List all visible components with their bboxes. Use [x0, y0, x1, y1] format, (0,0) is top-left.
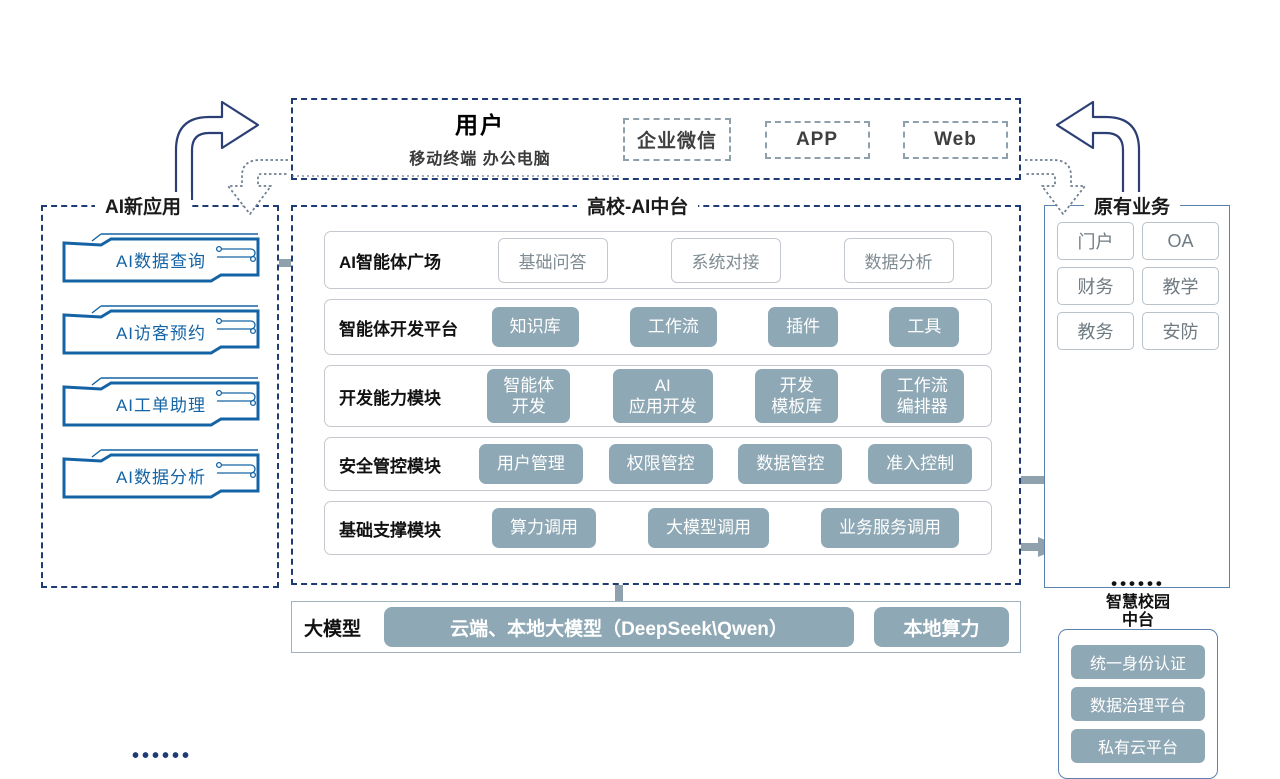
app-label: AI访客预约 — [115, 324, 207, 343]
row-chip-list: 算力调用 大模型调用 业务服务调用 — [470, 508, 991, 548]
business-systems-grid: 门户 OA 财务 教学 教务 安防 — [1057, 222, 1219, 350]
chip-plugin[interactable]: 插件 — [768, 307, 839, 347]
app-card-visitor-booking[interactable]: >>> AI访客预约 — [61, 303, 261, 356]
row-chip-list: 知识库 工作流 插件 工具 — [470, 307, 991, 347]
biz-portal[interactable]: 门户 — [1057, 222, 1134, 260]
diagram-canvas: 用户 移动终端 办公电脑 企业微信 APP Web AI新应用 >>> AI数据… — [41, 98, 1230, 779]
user-title: 用户 — [455, 112, 505, 138]
chip-agent-development[interactable]: 智能体 开发 — [487, 368, 571, 424]
app-label: AI工单助理 — [115, 396, 207, 415]
biz-academic-affairs[interactable]: 教务 — [1057, 312, 1134, 350]
app-label: AI数据分析 — [115, 468, 207, 487]
campus-chip-data-governance[interactable]: 数据治理平台 — [1071, 687, 1205, 721]
svg-text:>>>: >>> — [235, 381, 249, 387]
channel-tag-app[interactable]: APP — [764, 120, 870, 159]
chip-data-governance[interactable]: 数据管控 — [738, 444, 843, 484]
chip-llm-invocation[interactable]: 大模型调用 — [648, 508, 769, 548]
right-more-dots: •••••• — [1111, 574, 1165, 593]
channel-tag-web[interactable]: Web — [902, 120, 1008, 159]
chip-workflow[interactable]: 工作流 — [629, 307, 717, 347]
app-card-data-query[interactable]: >>> AI数据查询 — [61, 231, 261, 284]
chip-business-service-invocation[interactable]: 业务服务调用 — [821, 508, 959, 548]
row-dev-capability-module: 开发能力模块 智能体 开发 AI 应用开发 开发 模板库 工作流 编排器 — [324, 365, 992, 427]
row-chip-list: 智能体 开发 AI 应用开发 开发 模板库 工作流 编排器 — [470, 368, 991, 424]
chip-compute-invocation[interactable]: 算力调用 — [492, 508, 596, 548]
center-panel-title: 高校-AI中台 — [577, 192, 699, 219]
chip-workflow-orchestrator[interactable]: 工作流 编排器 — [880, 368, 964, 424]
smart-campus-platform-box: 统一身份认证 数据治理平台 私有云平台 — [1058, 629, 1218, 779]
channel-tag-wecom[interactable]: 企业微信 — [623, 118, 732, 161]
row-label: AI智能体广场 — [339, 252, 441, 272]
smart-campus-title-line1: 智慧校园 — [1105, 594, 1170, 611]
user-panel: 用户 移动终端 办公电脑 企业微信 APP Web — [291, 98, 1021, 180]
ai-new-applications-panel: >>> AI数据查询 >>> AI访客预约 — [41, 205, 279, 767]
ai-middle-platform-panel: AI智能体广场 基础问答 系统对接 数据分析 智能体开发平台 知识库 工作流 插… — [291, 205, 1021, 585]
campus-chip-identity-auth[interactable]: 统一身份认证 — [1071, 645, 1205, 679]
app-card-ticket-assistant[interactable]: >>> AI工单助理 — [61, 375, 261, 428]
row-basic-support-module: 基础支撑模块 算力调用 大模型调用 业务服务调用 — [324, 501, 992, 555]
row-label: 安全管控模块 — [339, 456, 441, 476]
arrow-apps-to-users — [174, 100, 260, 200]
left-more-dots: •••••• — [131, 745, 192, 767]
tech-frame-icon: >>> — [62, 305, 260, 355]
row-label: 基础支撑模块 — [339, 520, 441, 540]
chip-system-integration[interactable]: 系统对接 — [670, 237, 781, 283]
large-model-bar: 大模型 云端、本地大模型（DeepSeek\Qwen） 本地算力 — [291, 601, 1021, 653]
svg-text:>>>: >>> — [235, 453, 249, 459]
chip-user-management[interactable]: 用户管理 — [478, 444, 583, 484]
row-chip-list: 用户管理 权限管控 数据管控 准入控制 — [470, 444, 991, 484]
svg-text:>>>: >>> — [235, 309, 249, 315]
chip-data-analysis[interactable]: 数据分析 — [843, 237, 954, 283]
biz-security[interactable]: 安防 — [1142, 312, 1219, 350]
user-subtitle: 移动终端 办公电脑 — [409, 151, 551, 168]
cloud-local-model-pill[interactable]: 云端、本地大模型（DeepSeek\Qwen） — [384, 607, 854, 647]
right-panel-title: 原有业务 — [1084, 192, 1181, 219]
user-heading: 用户 移动终端 办公电脑 — [315, 106, 645, 169]
chip-knowledge-base[interactable]: 知识库 — [491, 307, 579, 347]
local-compute-pill[interactable]: 本地算力 — [874, 607, 1009, 647]
chip-tools[interactable]: 工具 — [889, 307, 960, 347]
biz-teaching[interactable]: 教学 — [1142, 267, 1219, 305]
campus-chip-private-cloud[interactable]: 私有云平台 — [1071, 729, 1205, 763]
row-agent-dev-platform: 智能体开发平台 知识库 工作流 插件 工具 — [324, 299, 992, 355]
row-security-module: 安全管控模块 用户管理 权限管控 数据管控 准入控制 — [324, 437, 992, 491]
tech-frame-icon: >>> — [62, 377, 260, 427]
chip-access-control[interactable]: 准入控制 — [868, 444, 973, 484]
biz-finance[interactable]: 财务 — [1057, 267, 1134, 305]
row-label: 开发能力模块 — [339, 388, 441, 408]
app-card-data-analysis[interactable]: >>> AI数据分析 — [61, 447, 261, 500]
chip-permission-control[interactable]: 权限管控 — [608, 444, 713, 484]
user-channel-tags: 企业微信 APP Web — [623, 118, 1008, 161]
row-ai-agent-plaza: AI智能体广场 基础问答 系统对接 数据分析 — [324, 231, 992, 289]
biz-oa[interactable]: OA — [1142, 222, 1219, 260]
chip-ai-app-development[interactable]: AI 应用开发 — [612, 368, 713, 424]
app-label: AI数据查询 — [115, 252, 207, 271]
left-panel-title: AI新应用 — [95, 192, 192, 219]
smart-campus-title: 智慧校园 中台 — [1045, 594, 1231, 631]
smart-campus-title-line2: 中台 — [1121, 612, 1154, 630]
chip-basic-qa[interactable]: 基础问答 — [497, 237, 608, 283]
svg-text:>>>: >>> — [235, 237, 249, 243]
arrow-business-to-users — [1055, 100, 1141, 200]
chip-dev-template-library[interactable]: 开发 模板库 — [755, 368, 839, 424]
row-chip-list: 基础问答 系统对接 数据分析 — [470, 237, 991, 283]
row-label: 智能体开发平台 — [339, 319, 458, 339]
existing-business-panel: 门户 OA 财务 教学 教务 安防 •••••• 智慧校园 中台 统一身份认证 … — [1044, 205, 1230, 779]
tech-frame-icon: >>> — [62, 449, 260, 499]
large-model-label: 大模型 — [304, 618, 362, 640]
